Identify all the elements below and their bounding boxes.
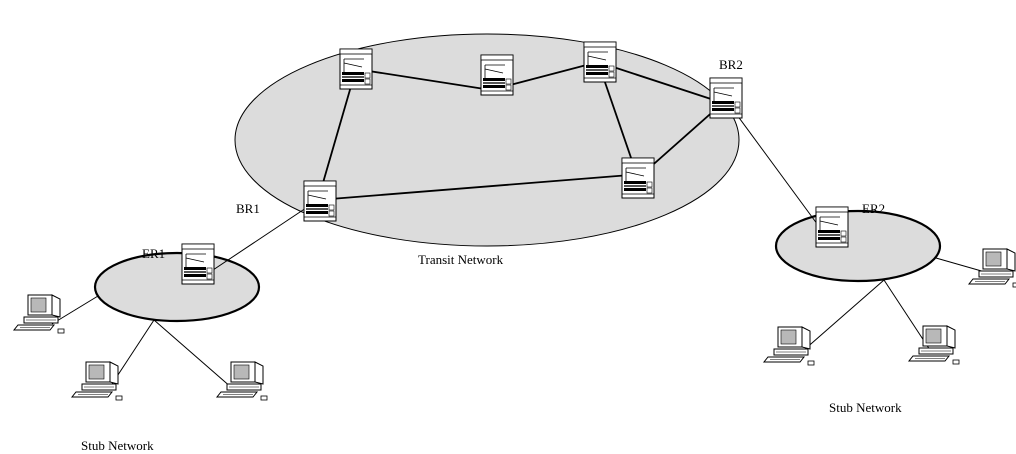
link-stubL-pc3	[153, 319, 233, 389]
computer-icon	[968, 248, 1016, 288]
border-router-br2-icon	[709, 77, 743, 119]
router-icon	[339, 48, 373, 90]
computer-icon	[71, 361, 123, 401]
link-br1-er1	[209, 199, 319, 273]
link-br1-r5	[317, 174, 631, 201]
computer-icon	[908, 325, 960, 365]
router-icon	[583, 41, 617, 83]
label-er1: ER1	[142, 246, 165, 261]
link-stubR-pc3	[935, 257, 986, 273]
link-stubR-pc1	[803, 279, 885, 351]
link-stubL-pc2	[111, 319, 155, 385]
border-router-br1-icon	[303, 180, 337, 222]
label-stub-network-right: Stub Network	[829, 400, 902, 415]
link-r3-br2	[597, 61, 715, 101]
label-br2: BR2	[719, 57, 743, 72]
router-icon	[480, 54, 514, 96]
label-transit-network: Transit Network	[418, 252, 504, 267]
stub-network-left-cloud	[93, 251, 261, 323]
label-stub-network-left: Stub Network	[81, 438, 154, 453]
edge-router-er2-icon	[815, 206, 849, 248]
stub-network-right-cloud	[774, 209, 942, 283]
link-br2-er2	[725, 99, 827, 237]
link-stubR-pc2	[883, 279, 931, 351]
computer-icon	[13, 294, 65, 334]
router-icon	[621, 157, 655, 199]
link-r1-r2	[355, 68, 492, 91]
computer-icon	[763, 326, 815, 366]
label-br1: BR1	[236, 201, 260, 216]
label-er2: ER2	[862, 201, 885, 216]
link-stubL-pc1	[51, 295, 99, 325]
link-r1-br1	[317, 68, 357, 201]
edge-router-er1-icon	[181, 243, 215, 285]
